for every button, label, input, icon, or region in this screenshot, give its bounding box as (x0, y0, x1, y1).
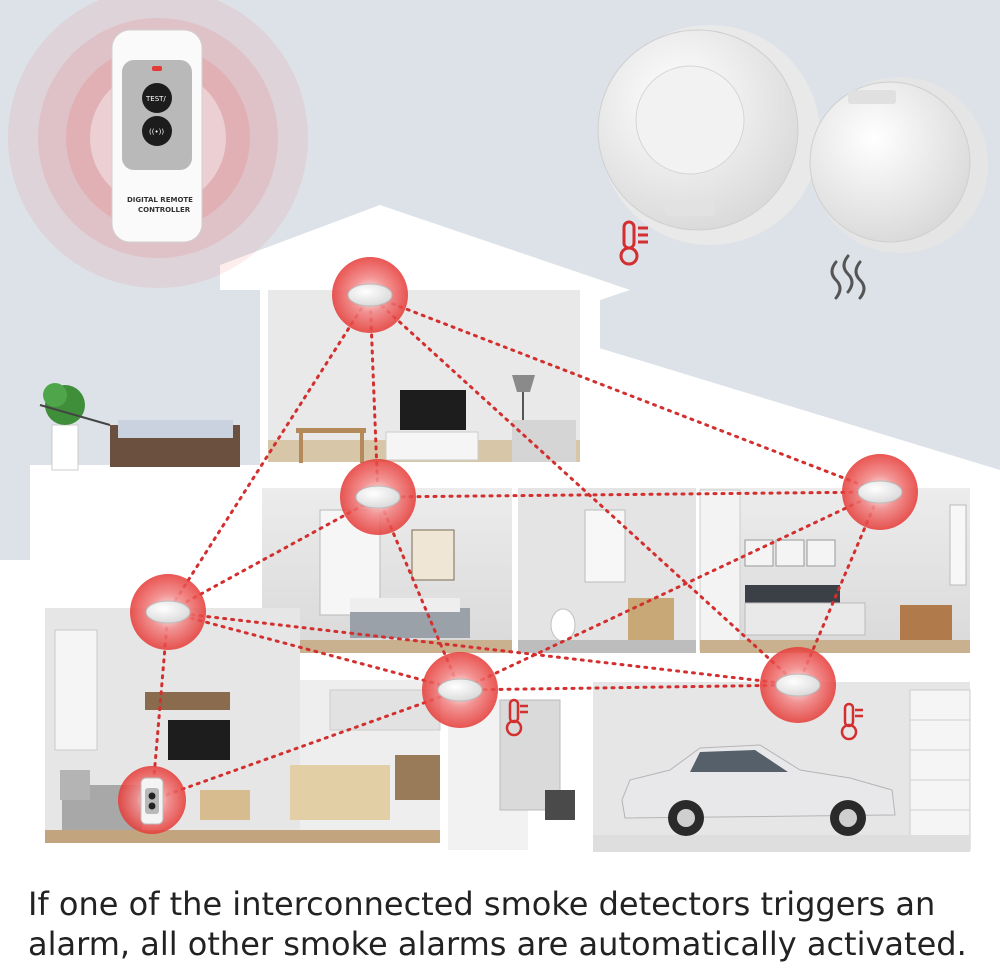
remote-node-living-room (118, 766, 186, 834)
second-floor (262, 488, 970, 653)
balcony (39, 383, 240, 471)
caption-line-1: If one of the interconnected smoke detec… (28, 885, 936, 923)
garage (593, 682, 971, 852)
detector-node-garage (760, 647, 836, 723)
attic-room (268, 290, 580, 463)
car (621, 744, 896, 836)
smart-home-illustration: TEST/ ((•)) DIGITAL REMOTE CONTROLLER (0, 0, 1000, 880)
caption: If one of the interconnected smoke detec… (28, 884, 988, 964)
pair-button-icon: ((•)) (149, 128, 164, 136)
detector-node-attic (332, 257, 408, 333)
test-button-label: TEST/ (145, 95, 166, 103)
smoke-icon (830, 254, 866, 300)
thermometer-icon (505, 698, 528, 737)
detector-node-master-bedroom (842, 454, 918, 530)
caption-line-2: alarm, all other smoke alarms are automa… (28, 925, 967, 963)
detector-node-kitchen (422, 652, 498, 728)
thermometer-icon (840, 702, 863, 741)
first-floor (45, 608, 575, 850)
test-button (142, 83, 172, 113)
smoke-detector-front (597, 25, 820, 245)
remote-control-panel: TEST/ ((•)) DIGITAL REMOTE CONTROLLER (8, 0, 308, 288)
remote-button-panel (122, 60, 192, 170)
pair-button (142, 116, 172, 146)
smoke-detector-back (809, 77, 988, 253)
remote-label-line2: CONTROLLER (138, 206, 191, 214)
thermometer-icon (619, 220, 648, 266)
remote-led (152, 66, 162, 71)
detector-node-living-room (130, 574, 206, 650)
remote-label-line1: DIGITAL REMOTE (127, 196, 193, 204)
detector-node-bedroom (340, 459, 416, 535)
